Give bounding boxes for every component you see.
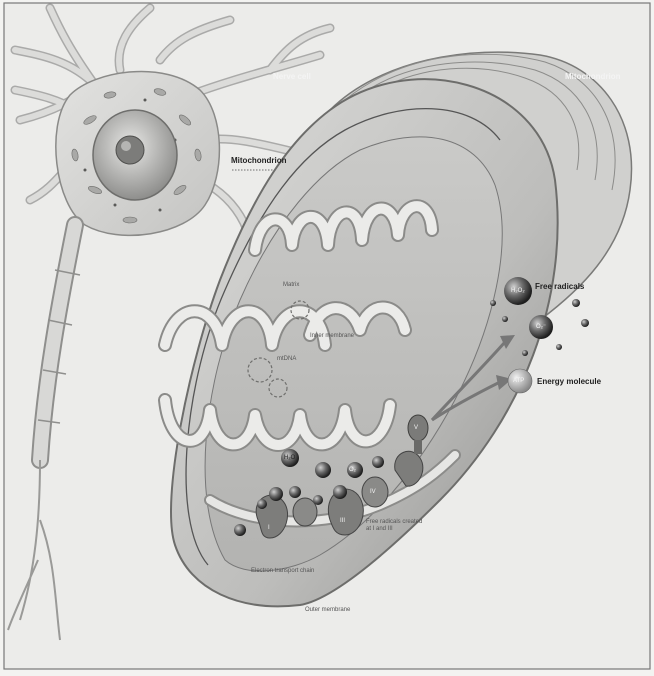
symbol-atp: ATP — [513, 378, 524, 384]
label-electron-transport-chain: Electron transport chain — [251, 568, 314, 574]
label-matrix: Matrix — [283, 282, 299, 288]
symbol-o2: O₂ — [349, 467, 356, 473]
symbol-complex-iii: III — [340, 518, 345, 524]
label-free-radicals: Free radicals — [535, 283, 584, 291]
symbol-o2-radical: O₂⁻ — [536, 324, 546, 330]
label-free-radicals-created: Free radicals created at I and III — [366, 519, 424, 533]
symbol-complex-i: I — [268, 525, 270, 531]
symbol-complex-v: V — [414, 425, 418, 431]
symbol-h2o2: H₂O₂ — [511, 288, 525, 294]
label-energy-molecule: Energy molecule — [537, 378, 601, 386]
symbol-h2o: H₂O — [284, 455, 295, 461]
label-mitochondrion-callout: Mitochondrion — [231, 157, 287, 165]
symbol-complex-iv: IV — [370, 489, 376, 495]
label-mtdna: mtDNA — [277, 356, 296, 362]
label-inner-membrane: Inner membrane — [310, 333, 354, 339]
label-nerve-cell: Nerve cell — [273, 73, 311, 81]
label-mitochondrion-top: Mitochondrion — [565, 73, 621, 81]
label-outer-membrane: Outer membrane — [305, 607, 350, 613]
